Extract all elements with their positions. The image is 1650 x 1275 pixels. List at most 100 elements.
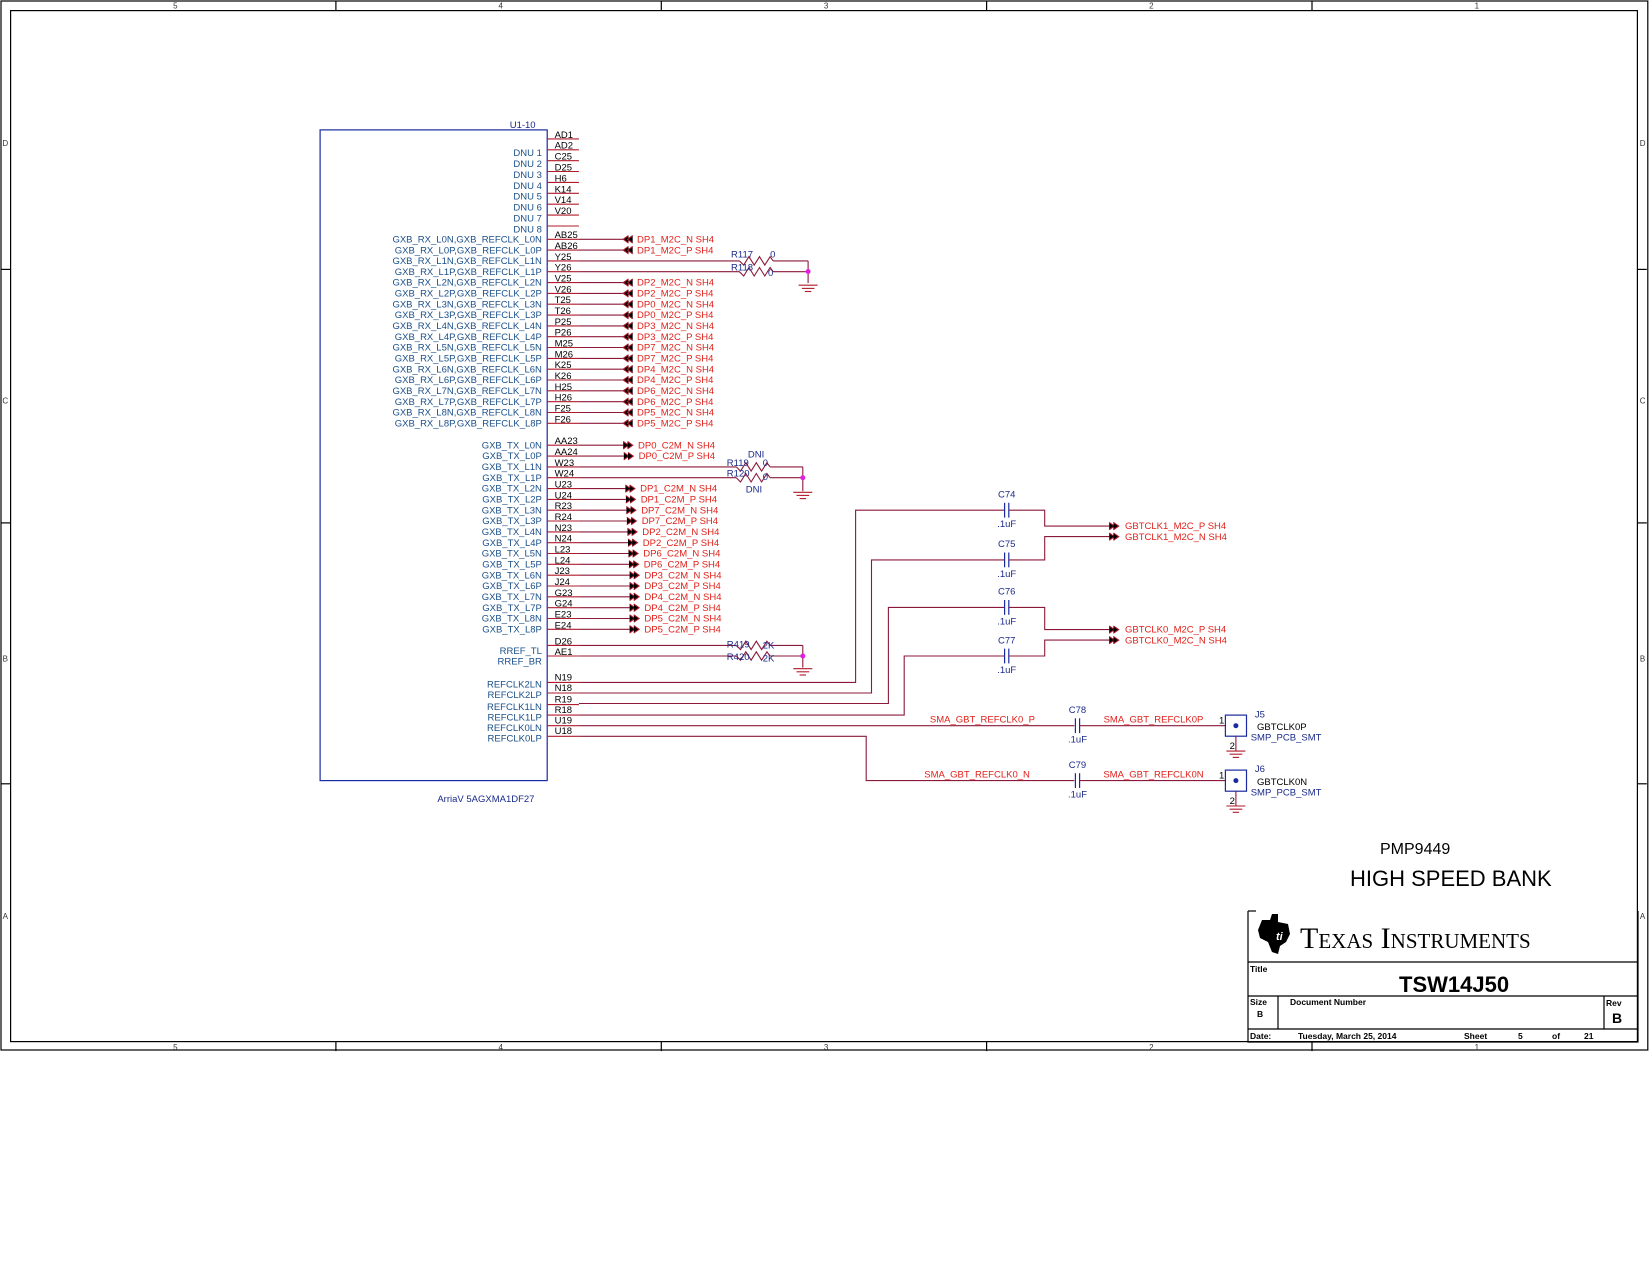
offpage-connector-icon <box>626 419 634 428</box>
offpage-connector-icon <box>626 397 634 406</box>
pin-number: U23 <box>555 480 572 491</box>
pin-name: GXB_TX_L3P <box>482 516 542 527</box>
page-title: HIGH SPEED BANK <box>1350 866 1552 891</box>
pin-number: U18 <box>555 726 572 737</box>
offpage-net-label: DP0_C2M_N SH4 <box>638 440 715 451</box>
pin-number: E24 <box>555 620 572 631</box>
pin-name: REFCLK0LN <box>487 723 542 734</box>
offpage-net-label: DP0_M2C_P SH4 <box>637 310 713 321</box>
pin-name: DNU 5 <box>513 192 542 203</box>
resistor-icon <box>739 255 774 267</box>
pin-number: V25 <box>555 274 572 285</box>
connector-footprint: SMP_PCB_SMT <box>1251 787 1322 798</box>
wire <box>578 735 1075 782</box>
pin-name: DNU 7 <box>513 213 542 224</box>
pin-number: R24 <box>555 512 572 523</box>
zone-column-label: 3 <box>824 2 829 11</box>
pin-name: RREF_TL <box>500 646 542 657</box>
offpage-connector-icon <box>622 300 629 309</box>
offpage-net-label: DP5_C2M_P SH4 <box>644 625 720 636</box>
offpage-net-label: DP2_C2M_N SH4 <box>642 527 719 538</box>
offpage-net-label: DP3_C2M_N SH4 <box>644 570 721 581</box>
pin-name: GXB_RX_L4N,GXB_REFCLK_L4N <box>392 321 542 332</box>
offpage-net-label: DP7_C2M_N SH4 <box>641 505 718 516</box>
offpage-net-label: DP4_C2M_N SH4 <box>644 592 721 603</box>
offpage-connector-icon <box>633 581 641 591</box>
offpage-connector-icon <box>630 506 637 515</box>
pin-name: DNU 4 <box>513 181 542 192</box>
pin-number: P26 <box>555 328 572 339</box>
smp-connector-icon <box>1224 714 1248 737</box>
zone-row-label: C <box>2 397 8 406</box>
connector-name: GBTCLK0P <box>1257 722 1307 733</box>
pin-name: DNU 1 <box>513 148 542 159</box>
pin-number: K14 <box>555 184 572 195</box>
offpage-net-label: DP0_M2C_N SH4 <box>637 299 714 310</box>
pin-number: K26 <box>555 371 572 382</box>
zone-row-label: D <box>2 139 8 148</box>
pin-name: GXB_TX_L8P <box>482 625 542 636</box>
pin-number: AE1 <box>555 647 573 658</box>
offpage-connector-icon <box>633 614 641 623</box>
pin-number: J23 <box>555 566 570 577</box>
zone-column-label: 3 <box>824 1043 829 1052</box>
offpage-connector-icon <box>626 245 634 255</box>
offpage-connector-icon <box>622 278 629 287</box>
sheet-label: Sheet <box>1464 1031 1487 1041</box>
offpage-connector-icon <box>626 354 634 363</box>
pin-name: GXB_RX_L1P,GXB_REFCLK_L1P <box>395 267 542 278</box>
pin-number: R23 <box>555 501 572 512</box>
resistor-icon <box>739 266 774 278</box>
rev-label: Rev <box>1606 998 1622 1008</box>
pin-number: V14 <box>555 195 572 206</box>
pin-name: GXB_RX_L8N,GXB_REFCLK_L8N <box>392 408 542 419</box>
pin-number: H26 <box>555 393 572 404</box>
zone-column-label: 4 <box>498 1043 503 1052</box>
pin-number: F25 <box>555 403 571 414</box>
wire <box>578 509 1005 683</box>
offpage-connector-icon <box>622 365 629 374</box>
zone-column-label: 1 <box>1475 1043 1480 1052</box>
resistor-value: 2K <box>763 641 775 652</box>
offpage-net-label: DP1_M2C_N SH4 <box>637 234 714 245</box>
offpage-connector-icon <box>1113 521 1120 531</box>
pin-name: REFCLK0LP <box>488 734 542 745</box>
size-label: Size <box>1250 997 1267 1007</box>
pin-number: K25 <box>555 360 572 371</box>
pin-name: RREF_BR <box>498 656 542 667</box>
pin-name: GXB_TX_L7P <box>482 603 542 614</box>
pin-number: M26 <box>555 349 573 360</box>
pin-number: Y26 <box>555 263 572 274</box>
offpage-connector-icon <box>632 549 639 558</box>
capacitor-refdes: C74 <box>998 490 1015 501</box>
offpage-connector-icon <box>622 408 629 417</box>
resistor-icon <box>735 650 771 662</box>
pin-name: GXB_TX_L0N <box>482 440 542 451</box>
resistor-icon <box>735 640 771 651</box>
connector-pin1-number: 1 <box>1219 716 1224 727</box>
zone-column-label: 2 <box>1149 2 1154 11</box>
pin-name: GXB_RX_L5P,GXB_REFCLK_L5P <box>395 354 542 365</box>
pin-number: J24 <box>555 577 570 588</box>
offpage-net-label: DP1_C2M_P SH4 <box>641 495 717 506</box>
pin-number: N24 <box>555 534 572 545</box>
pin-name: GXB_RX_L5N,GXB_REFCLK_L5N <box>392 343 542 354</box>
board-title: TSW14J50 <box>1399 972 1509 997</box>
offpage-connector-icon <box>626 321 634 331</box>
offpage-connector-icon <box>622 419 629 428</box>
offpage-connector-icon <box>622 310 629 320</box>
offpage-net-label: DP4_C2M_P SH4 <box>644 603 720 614</box>
zone-row-label: B <box>3 654 8 663</box>
offpage-net-label: DP6_C2M_P SH4 <box>644 560 720 571</box>
pin-number: W24 <box>555 469 575 480</box>
resistor-value: 0 <box>768 268 773 279</box>
offpage-connector-icon <box>622 332 629 341</box>
wire <box>578 655 1005 716</box>
capacitor-value: .1uF <box>997 616 1016 627</box>
offpage-connector-icon <box>1113 625 1120 634</box>
net-label: SMA_GBT_REFCLK0_N <box>924 770 1030 781</box>
resistor-refdes: R117 <box>731 250 753 261</box>
sheet-number: 5 <box>1518 1031 1523 1041</box>
